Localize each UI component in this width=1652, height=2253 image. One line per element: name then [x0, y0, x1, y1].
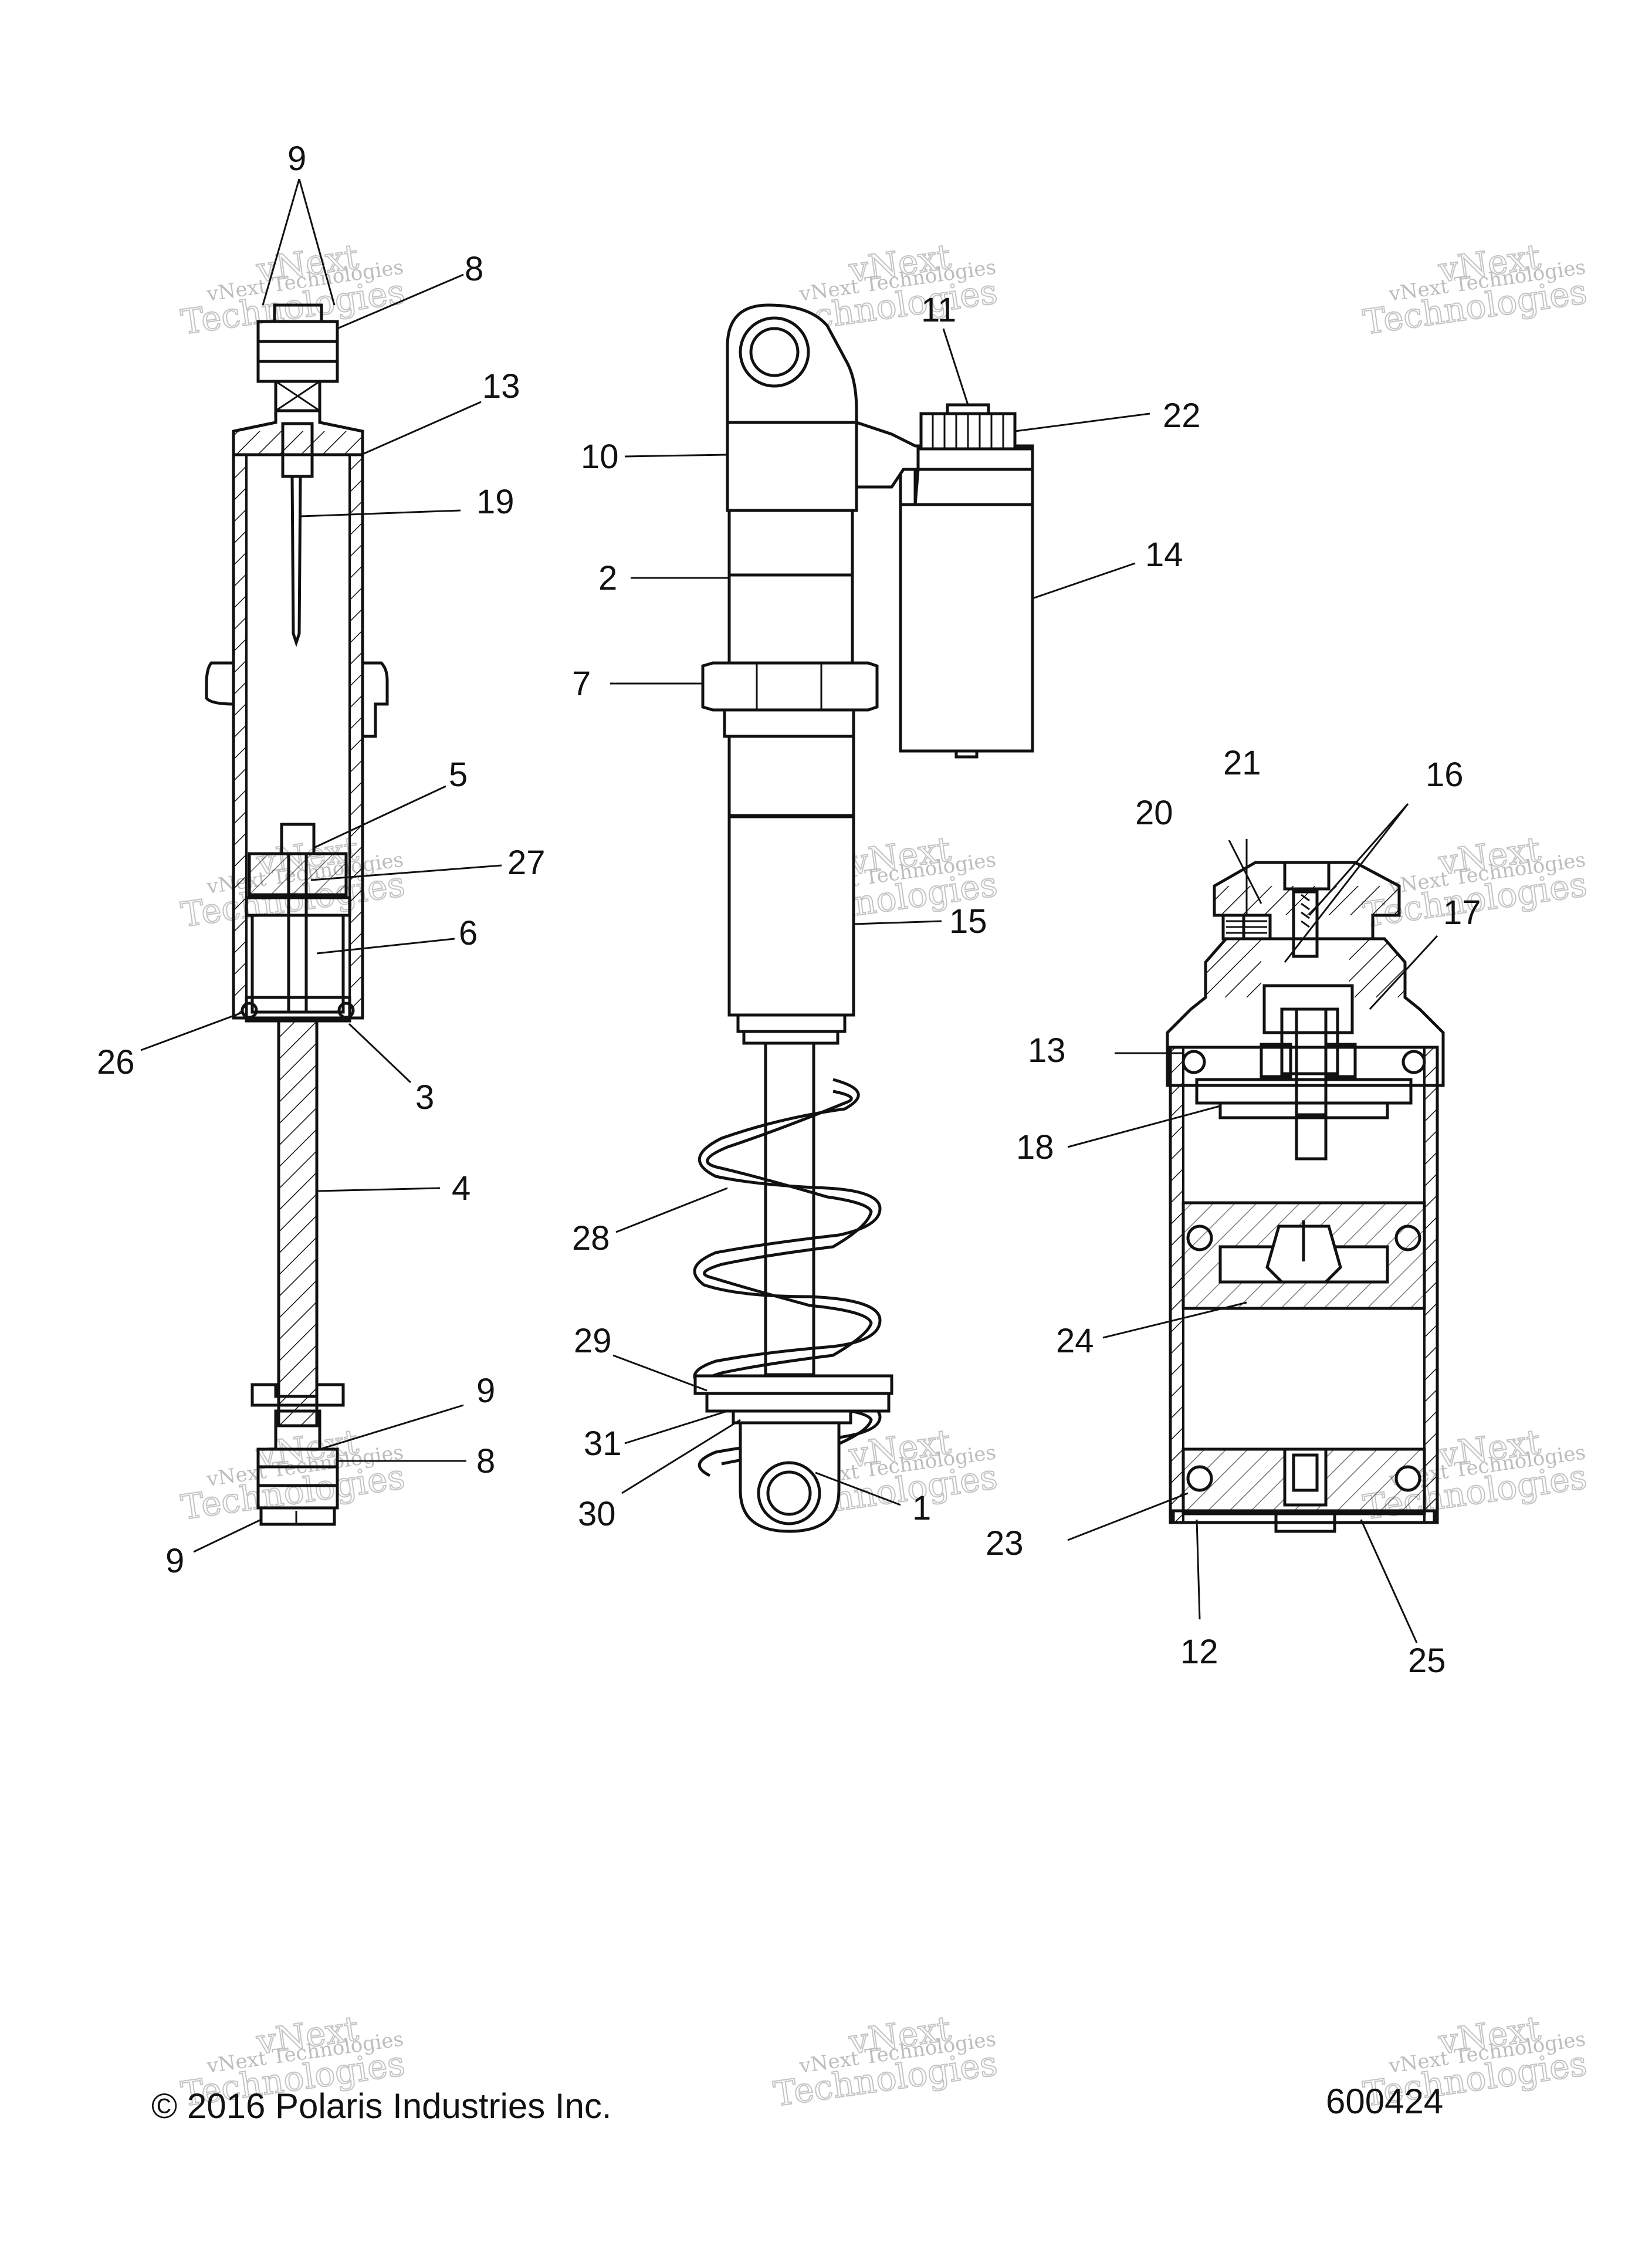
bottom-o-ring	[1186, 1465, 1213, 1492]
watermark-2: vNext vNext Technologies Technologies	[770, 236, 1000, 343]
callout-8-bottom: 8	[476, 1442, 495, 1480]
callout-17: 17	[1443, 894, 1481, 932]
callout-2: 2	[598, 559, 617, 597]
callout-13-right: 13	[1028, 1031, 1066, 1070]
callout-4: 4	[452, 1169, 470, 1207]
callout-31: 31	[584, 1425, 622, 1463]
upper-body	[727, 509, 854, 577]
exterior-shaft	[764, 1041, 815, 1376]
callout-27: 27	[507, 844, 546, 882]
callout-20: 20	[1135, 794, 1173, 832]
callout-7: 7	[572, 665, 591, 703]
watermark-11: vNext vNext Technologies Technologies	[770, 2008, 1000, 2115]
valve-cap	[1274, 1512, 1336, 1533]
callout-30: 30	[578, 1495, 616, 1533]
callout-numbers: 9 8 13 19 5 27 6 26 3 4 9 8 9 11 22 10 1…	[97, 140, 1481, 1680]
top-mount-eye	[726, 303, 858, 446]
callout-21: 21	[1223, 744, 1261, 782]
adjuster-shaft	[1295, 1007, 1328, 1117]
bottom-bumper	[250, 1383, 345, 1407]
callout-12: 12	[1180, 1633, 1218, 1671]
reservoir-cross-section	[1166, 861, 1445, 1533]
preload-nut	[701, 661, 879, 712]
callout-10: 10	[581, 438, 619, 476]
callout-18: 18	[1016, 1128, 1054, 1166]
callout-5: 5	[449, 756, 468, 794]
callout-3: 3	[415, 1078, 434, 1117]
fill-valve	[1283, 1447, 1328, 1507]
callout-26: 26	[97, 1043, 135, 1081]
callout-13-left: 13	[482, 367, 520, 405]
spring-retainer	[693, 1374, 893, 1395]
watermark-1: vNext vNext Technologies Technologies	[178, 236, 408, 343]
callout-9-bottom: 9	[165, 1542, 184, 1580]
top-washer	[273, 303, 323, 323]
callout-leaders	[140, 178, 1438, 1643]
callout-11: 11	[921, 291, 956, 329]
callout-28: 28	[572, 1219, 610, 1257]
lower-body	[727, 735, 855, 817]
callout-24: 24	[1056, 1322, 1094, 1360]
needle	[290, 475, 302, 647]
callout-15: 15	[949, 902, 987, 941]
top-o-ring	[1182, 1050, 1206, 1074]
callout-29: 29	[574, 1322, 612, 1360]
callout-23: 23	[986, 1524, 1024, 1562]
reservoir-cap	[916, 447, 1034, 471]
watermark-3: vNext vNext Technologies Technologies	[1360, 236, 1590, 343]
top-bushing	[256, 320, 339, 383]
figure-id: 600424	[1326, 2082, 1443, 2121]
callout-25: 25	[1408, 1642, 1446, 1680]
spring-perch-right	[363, 661, 389, 738]
copyright-text: © 2016 Polaris Industries Inc.	[151, 2086, 612, 2126]
adjuster-screw	[946, 403, 990, 415]
callout-14: 14	[1145, 536, 1183, 574]
callout-16: 16	[1426, 756, 1464, 794]
callout-22: 22	[1163, 397, 1201, 435]
callout-19: 19	[476, 483, 514, 521]
adjuster-knob	[1283, 861, 1331, 891]
bottom-washer	[259, 1506, 336, 1526]
callout-9-lower: 9	[476, 1372, 495, 1410]
shock-exterior	[693, 303, 1034, 1533]
valve-stack	[1195, 1078, 1413, 1105]
shock-cross-section	[205, 303, 389, 1526]
watermarks: vNext vNext Technologies Technologies vN…	[178, 236, 1590, 2115]
callout-8-top: 8	[465, 250, 483, 288]
callout-9-top: 9	[287, 140, 306, 178]
bottom-mount-eye	[739, 1421, 841, 1533]
spring-perch-left	[205, 661, 234, 706]
body-tube	[727, 814, 855, 1017]
reservoir	[899, 503, 1034, 753]
callout-6: 6	[459, 914, 478, 952]
callout-1: 1	[912, 1489, 931, 1527]
